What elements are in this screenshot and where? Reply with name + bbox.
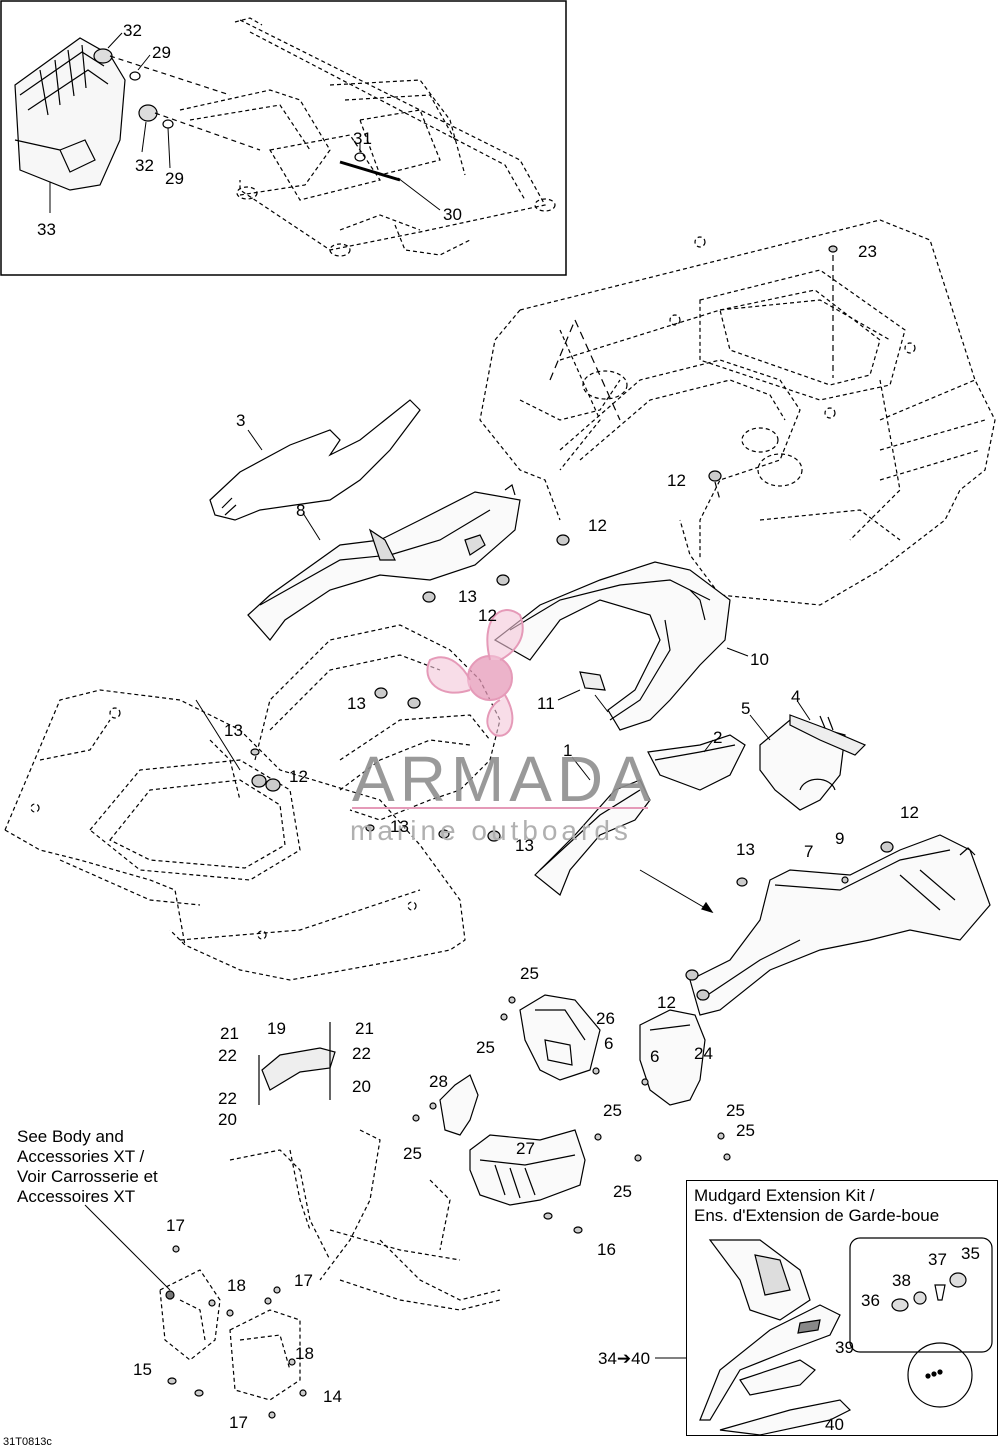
callout-5: 5 [741,699,751,718]
see-body-note: See Body and Accessories XT / Voir Carro… [17,1127,158,1206]
inset-hardware [94,49,400,180]
callout-22: 22 [218,1046,237,1065]
callout-3: 3 [236,411,246,430]
inner-fender-hardware [413,997,730,1233]
kit-title: Mudgard Extension Kit / Ens. d'Extension… [694,1186,940,1225]
callout-17: 17 [166,1216,185,1235]
callout-4: 4 [791,687,801,706]
callout-13: 13 [390,817,409,836]
lower-frame [160,1130,500,1400]
callout-20: 20 [218,1110,237,1129]
watermark-logo [427,610,522,736]
mudguard-kit-frame [686,1180,998,1436]
callout-37: 37 [928,1250,947,1269]
panel-7-hardware [686,842,893,1000]
callout-18: 18 [227,1276,246,1295]
side-panel-part-7 [690,835,990,1015]
callout-6: 6 [604,1034,614,1053]
callout-6: 6 [650,1047,660,1066]
decal-part-3 [210,400,420,520]
callout-14: 14 [323,1387,342,1406]
rear-fender-hardware [550,246,837,500]
callout-11: 11 [537,694,555,713]
callout-36: 36 [861,1291,880,1310]
callout-8: 8 [296,501,306,520]
callout-12: 12 [900,803,919,822]
callout-29: 29 [165,169,184,188]
callout-1: 1 [563,741,573,760]
callout-9: 9 [835,829,845,848]
callout-23: 23 [858,242,877,261]
callout-12: 12 [478,606,497,625]
callout-26: 26 [596,1009,615,1028]
callout-25: 25 [476,1038,495,1057]
callout-28: 28 [429,1072,448,1091]
callout-13: 13 [458,587,477,606]
watermark-subtitle: marine outboards [350,815,632,846]
callout-32: 32 [123,21,142,40]
callout-10: 10 [750,650,769,669]
callout-25: 25 [613,1182,632,1201]
kit-hardware-box [850,1238,992,1352]
front-body-hardware [196,700,280,791]
lower-frame-hardware [166,1246,306,1418]
callout-27: 27 [516,1139,535,1158]
callout-17: 17 [294,1271,313,1290]
callout-20: 20 [352,1077,371,1096]
callout-21: 21 [355,1019,374,1038]
callout-25: 25 [520,964,539,983]
callout-13: 13 [736,840,755,859]
kit-range-label: 34➔40 [598,1349,651,1368]
callout-7: 7 [804,842,814,861]
watermark-title: ARMADA [352,743,656,815]
callout-12: 12 [657,993,676,1012]
frame-inset-border [1,1,566,275]
callout-13: 13 [224,721,243,740]
callout-39: 39 [835,1338,854,1357]
callout-25: 25 [736,1121,755,1140]
side-panel-part-8 [248,485,520,640]
mudguard-extension-kit-parts [700,1240,972,1435]
callout-12: 12 [667,471,686,490]
callout-29: 29 [152,43,171,62]
callout-25: 25 [726,1101,745,1120]
callout-22: 22 [218,1089,237,1108]
callout-13: 13 [515,836,534,855]
callout-13: 13 [347,694,366,713]
callout-40: 40 [825,1415,844,1434]
fender-hardware-middle [251,535,569,841]
callout-19: 19 [267,1019,286,1038]
callout-22: 22 [352,1044,371,1063]
rear-tray-part-10 [495,562,730,730]
diagram-code: 31T0813c [3,1436,52,1448]
callout-38: 38 [892,1271,911,1290]
parts-2-4-5 [648,715,865,810]
callout-25: 25 [403,1144,422,1163]
callout-25: 25 [603,1101,622,1120]
callout-18: 18 [295,1344,314,1363]
callout-35: 35 [961,1244,980,1263]
callout-15: 15 [133,1360,152,1379]
callout-32: 32 [135,156,154,175]
callout-30: 30 [443,205,462,224]
callout-12: 12 [588,516,607,535]
callout-17: 17 [229,1413,248,1432]
callout-12: 12 [289,767,308,786]
front-body-outline [5,690,465,980]
callout-33: 33 [37,220,56,239]
bracket-part-19 [259,1022,335,1105]
rear-rack-frame [180,18,555,256]
callout-31: 31 [353,129,372,148]
inner-fender-parts [440,995,705,1205]
callout-16: 16 [597,1240,616,1259]
callout-2: 2 [713,728,723,747]
rear-fender-outline [480,220,995,605]
callout-21: 21 [220,1024,239,1043]
callout-24: 24 [694,1044,713,1063]
